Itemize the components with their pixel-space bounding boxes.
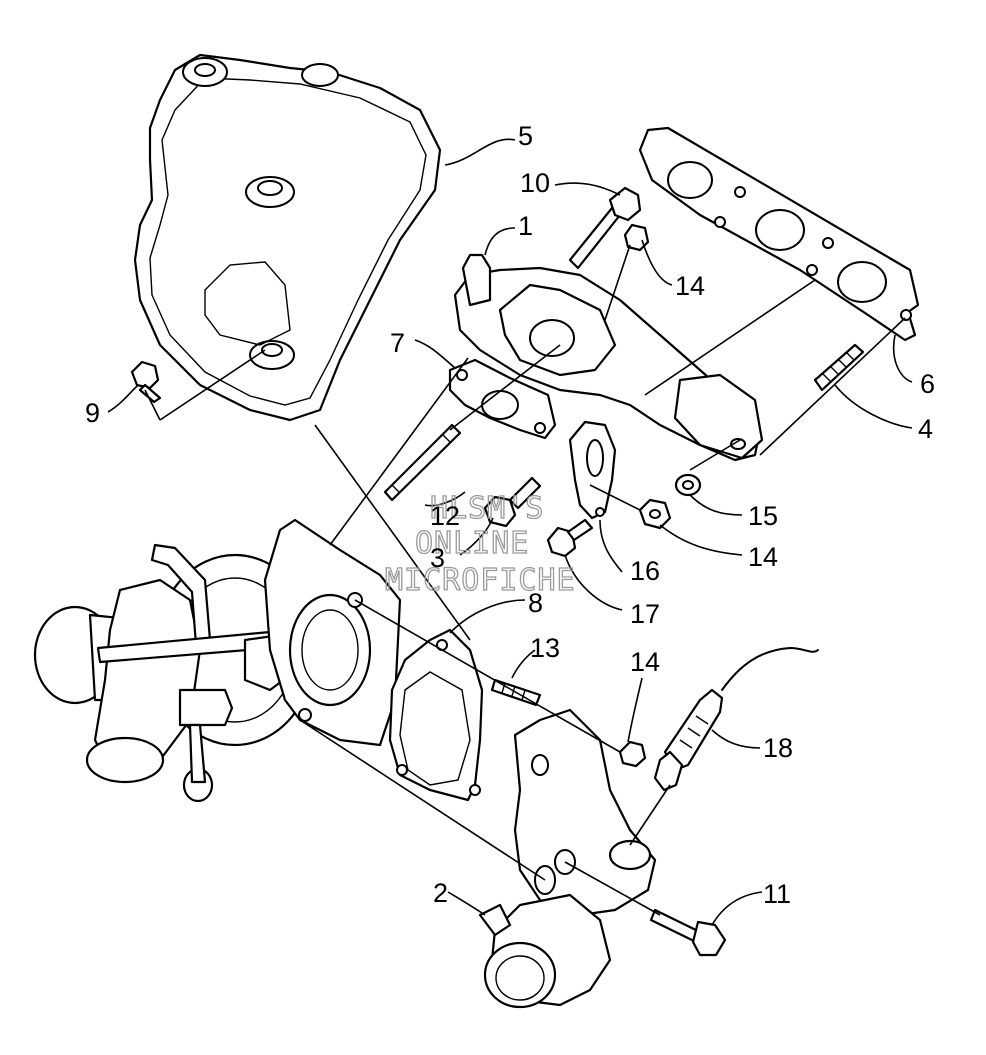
part-14-nut-lower: [618, 740, 647, 768]
callout-14-middle: 14: [748, 542, 778, 572]
part-16-bracket: [568, 420, 617, 520]
callout-18: 18: [763, 733, 793, 763]
watermark-line-3: MICROFICHE: [385, 563, 576, 598]
callout-3: 3: [430, 543, 445, 573]
callout-12: 12: [430, 501, 460, 531]
callout-17: 17: [630, 599, 660, 629]
callout-14-lower: 14: [630, 647, 660, 677]
callout-labels: 5 10 1 14 7 6 9 4 12 15 3 14 16 8 17 13 …: [85, 121, 935, 909]
turbocharger: [33, 518, 402, 803]
callout-5: 5: [518, 121, 533, 151]
watermark: HLSM'S ONLINE MICROFICHE: [384, 490, 576, 598]
callout-6: 6: [920, 369, 935, 399]
part-14-nut-middle: [638, 498, 672, 530]
callout-11: 11: [763, 879, 791, 909]
callout-13: 13: [530, 633, 560, 663]
part-17-bolt: [546, 518, 594, 558]
part-4-stud: [813, 343, 865, 392]
part-1-manifold: [453, 253, 764, 462]
callout-15: 15: [748, 501, 778, 531]
callout-1: 1: [518, 211, 533, 241]
callout-7: 7: [390, 328, 405, 358]
watermark-line-1: HLSM'S: [430, 491, 544, 526]
callout-2: 2: [433, 878, 448, 908]
part-9-screw: [130, 360, 162, 404]
part-14-nut-upper: [623, 223, 650, 252]
part-18-sensor: [653, 647, 819, 792]
assembly-lines: [144, 244, 906, 916]
part-6-gasket: [638, 126, 920, 342]
callout-16: 16: [630, 556, 660, 586]
callout-9: 9: [85, 398, 100, 428]
callout-leaders: [107, 138, 913, 926]
part-11-bolt: [649, 908, 727, 957]
callout-10: 10: [520, 168, 550, 198]
callout-14-upper: 14: [675, 271, 705, 301]
part-15-washer: [674, 473, 702, 497]
callout-4: 4: [918, 414, 933, 444]
part-5-cover: [133, 53, 442, 422]
part-10-bolt: [568, 186, 642, 270]
part-8-gasket: [388, 628, 484, 802]
part-2-outlet: [478, 708, 657, 1009]
part-12-stud: [383, 423, 462, 502]
watermark-line-2: ONLINE: [415, 526, 529, 561]
callout-8: 8: [528, 588, 543, 618]
